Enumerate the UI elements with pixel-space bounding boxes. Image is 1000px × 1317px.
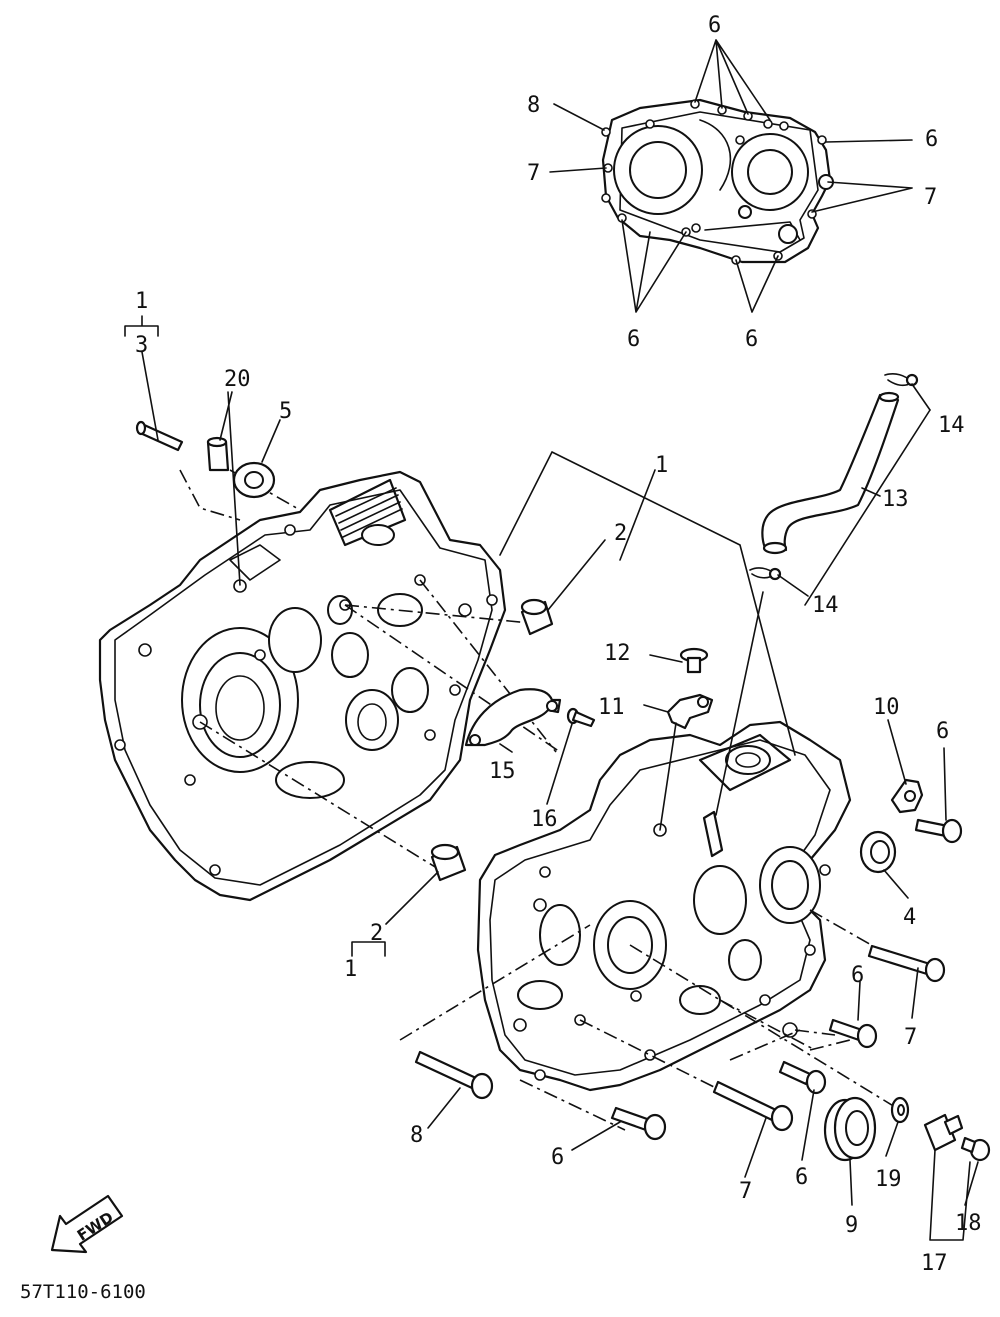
callout-7: 7: [904, 1025, 917, 1050]
bolt-18: [960, 1136, 991, 1162]
breather-hose-13: [761, 391, 900, 555]
bolt-6-right-mid: [828, 1018, 878, 1049]
callout-1: 1: [135, 289, 148, 314]
bolt-6-upper: [914, 818, 963, 844]
inset-leaders: [549, 39, 913, 313]
drain-assembly-17: [923, 1113, 964, 1152]
bolt-pattern-inset: [549, 39, 913, 313]
oil-seal-9: [823, 1096, 877, 1162]
callout-8: 8: [410, 1123, 423, 1148]
callout-7: 7: [527, 161, 540, 186]
callout-6: 6: [745, 327, 758, 352]
callout-10: 10: [873, 695, 900, 720]
callout-13: 13: [882, 487, 909, 512]
clamp-11: [666, 693, 714, 730]
alignment-lines: [179, 469, 901, 1131]
hose-clip-14-lower: [749, 567, 782, 581]
callout-2: 2: [370, 921, 383, 946]
leader-lines: [141, 351, 979, 1206]
callout-16: 16: [531, 807, 558, 832]
screw-16: [566, 707, 596, 728]
callout-5: 5: [279, 399, 292, 424]
oil-seal-5: [232, 461, 276, 499]
callout-6: 6: [795, 1165, 808, 1190]
callout-6: 6: [708, 13, 721, 38]
callout-7: 7: [924, 185, 937, 210]
group-brackets: [124, 315, 971, 1241]
fwd-direction-arrow: FWD: [50, 1194, 124, 1254]
callout-6: 6: [627, 327, 640, 352]
oil-seal-4: [859, 830, 897, 874]
right-crankcase-half: [476, 720, 852, 1092]
callout-18: 18: [955, 1211, 982, 1236]
callout-12: 12: [604, 641, 631, 666]
callout-6: 6: [551, 1145, 564, 1170]
callout-6: 6: [936, 719, 949, 744]
callout-labels: 6 8 7 6 7 6 6 1 3 20 5 14 13 1 2 14 12 1…: [135, 13, 982, 1276]
bolt-8-long: [414, 1050, 494, 1100]
bolt-6-bottom: [610, 1106, 667, 1141]
plate-15: [464, 688, 562, 747]
left-crankcase-half: [98, 470, 507, 902]
callout-1: 1: [655, 453, 668, 478]
dowel-2-lower: [430, 843, 467, 882]
callout-6: 6: [925, 127, 938, 152]
bolts: [414, 818, 963, 1141]
washer-19: [890, 1096, 910, 1124]
callout-7: 7: [739, 1179, 752, 1204]
callout-1: 1: [344, 957, 357, 982]
dowel-2-upper: [520, 598, 554, 636]
callout-8: 8: [527, 93, 540, 118]
callout-14: 14: [812, 593, 839, 618]
catalog-code: 57T110-6100: [20, 1281, 146, 1303]
callout-15: 15: [489, 759, 516, 784]
callout-2: 2: [614, 521, 627, 546]
callout-3: 3: [135, 333, 148, 358]
plug-20: [206, 436, 230, 472]
callout-17: 17: [921, 1251, 948, 1276]
callout-14: 14: [938, 413, 965, 438]
callout-6: 6: [851, 963, 864, 988]
callout-11: 11: [598, 695, 625, 720]
dowel-pin-3: [135, 420, 184, 452]
bolt-7-long-right: [867, 944, 946, 983]
screw-12: [679, 647, 709, 674]
callout-20: 20: [224, 367, 251, 392]
callout-19: 19: [875, 1167, 902, 1192]
bolt-7-bottom: [712, 1080, 794, 1132]
bolt-6-bottom-right: [778, 1060, 827, 1095]
clamp-10: [890, 778, 924, 814]
callout-9: 9: [845, 1213, 858, 1238]
callout-4: 4: [903, 905, 916, 930]
